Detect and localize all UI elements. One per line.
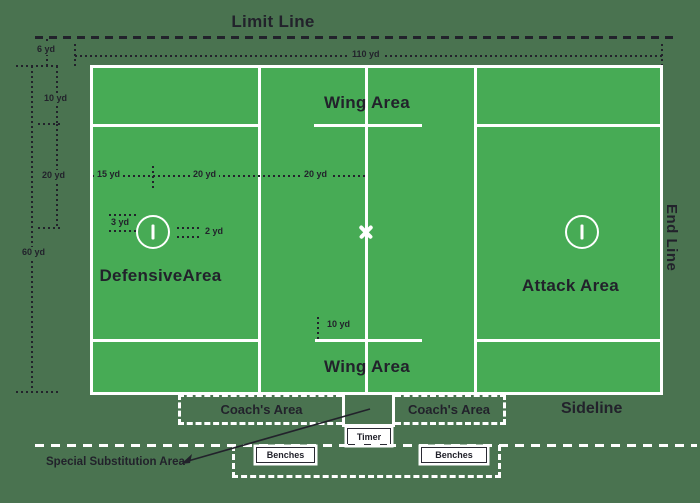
wing-area-bottom-label: Wing Area [324, 357, 410, 376]
dim-15yd-label: 15 yd [94, 169, 124, 180]
coach-area-left-box: Coach's Area [178, 394, 342, 425]
bottom-line-attack [474, 339, 660, 342]
dim-10yd-label: 10 yd [41, 93, 71, 104]
goal-line-cross-tick [152, 166, 154, 188]
wing-area-top-label: Wing Area [324, 93, 410, 112]
dim-20yd-b-label: 20 yd [301, 169, 331, 180]
dim-2yd-line-top [177, 227, 200, 229]
dim-110yd-label: 110 yd [349, 49, 383, 60]
limit-line [35, 36, 673, 39]
center-x-icon [357, 223, 375, 241]
coach-area-right-label: Coach's Area [407, 402, 491, 417]
dim-3yd-line-bottom [109, 230, 138, 232]
defensive-area-label: DefensiveArea [99, 266, 222, 285]
goal-icon-right [565, 215, 599, 249]
restraining-line-left [258, 68, 261, 392]
dim-tick-goalline [38, 227, 62, 229]
coach-area-left-label: Coach's Area [220, 402, 303, 417]
dim-60yd-line [31, 66, 33, 392]
top-line-attack [474, 124, 660, 127]
coach-area-right-box: Coach's Area [395, 394, 506, 425]
dim-6yd-label: 6 yd [34, 44, 59, 55]
dim-3yd-line-top [109, 214, 138, 216]
dim-10yd-wing-label: 10 yd [324, 319, 354, 330]
table-area-bottom-line [342, 424, 395, 427]
goal-icon-left [136, 215, 170, 249]
dim-20yd-a-label: 20 yd [190, 169, 220, 180]
benches-right-box: Benches [421, 447, 487, 463]
timer-label: Timer [356, 431, 382, 442]
dim-3yd-label: 3 yd [108, 217, 133, 228]
dim-tick-wingline [38, 123, 62, 125]
callout-arrow-icon [181, 408, 371, 464]
end-line-label: End Line [663, 204, 680, 272]
benches-right-label: Benches [435, 450, 473, 460]
wing-line-top [314, 124, 422, 127]
benches-left-label: Benches [266, 450, 305, 460]
interior-dim-line [93, 175, 365, 177]
restraining-line-right [474, 68, 477, 392]
benches-left-box: Benches [256, 447, 315, 463]
substitution-zone-line [35, 444, 697, 447]
dim-2yd-label: 2 yd [202, 226, 227, 237]
dim-10yd-wing-tick [317, 317, 319, 339]
dim-2yd-line-bottom [177, 236, 200, 238]
dim-60yd-label: 60 yd [19, 247, 49, 258]
limit-line-label: Limit Line [231, 12, 315, 31]
special-substitution-label: Special Substitution Area [46, 456, 185, 468]
field: Wing Area Wing Area DefensiveArea Attack… [90, 65, 663, 395]
table-area-left-line [342, 393, 345, 427]
dim-110yd-tick-right [661, 44, 663, 66]
sideline-label: Sideline [561, 400, 623, 417]
dim-20yd-label: 20 yd [39, 170, 69, 181]
wing-line-bottom [315, 339, 422, 342]
attack-area-label: Attack Area [521, 276, 620, 295]
goal-bar-icon [151, 224, 155, 240]
bottom-line-defensive [93, 339, 261, 342]
goal-bar-icon [580, 224, 584, 240]
dim-tick-field-bottom [16, 391, 60, 393]
top-line-defensive [93, 124, 261, 127]
dim-tick-field-top [16, 65, 60, 67]
table-area-right-line [392, 393, 395, 427]
bench-zone-box [232, 445, 501, 478]
